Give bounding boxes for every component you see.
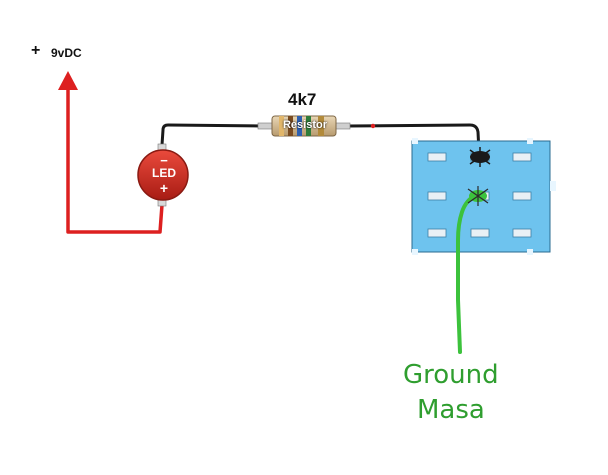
breadboard-hole	[427, 191, 447, 201]
breadboard-hole	[470, 228, 490, 238]
resistor-label: Resistor	[282, 119, 328, 131]
breadboard-hole	[427, 228, 447, 238]
led-plus-sign: +	[159, 180, 169, 196]
supply-plus-sign: +	[31, 42, 41, 59]
breadboard-hole	[427, 152, 447, 162]
ground-label: Ground	[403, 360, 499, 390]
ground-contact	[467, 186, 489, 206]
connection-dot	[370, 123, 376, 129]
signal-contact	[469, 147, 491, 167]
breadboard-hole	[512, 191, 532, 201]
resistor-value-label: 4k7	[288, 90, 317, 109]
breadboard-hole	[512, 228, 532, 238]
led-label: LED	[152, 166, 176, 180]
signal-wire	[160, 123, 481, 154]
led	[137, 143, 189, 207]
up-arrow-icon	[58, 71, 78, 90]
resistor	[257, 115, 351, 137]
led-minus-sign: −	[160, 153, 168, 168]
positive-wire	[66, 86, 164, 234]
breadboard-hole	[512, 152, 532, 162]
supply-voltage-label: 9vDC	[51, 46, 82, 60]
ground-wire	[456, 193, 478, 354]
masa-label: Masa	[417, 395, 485, 425]
